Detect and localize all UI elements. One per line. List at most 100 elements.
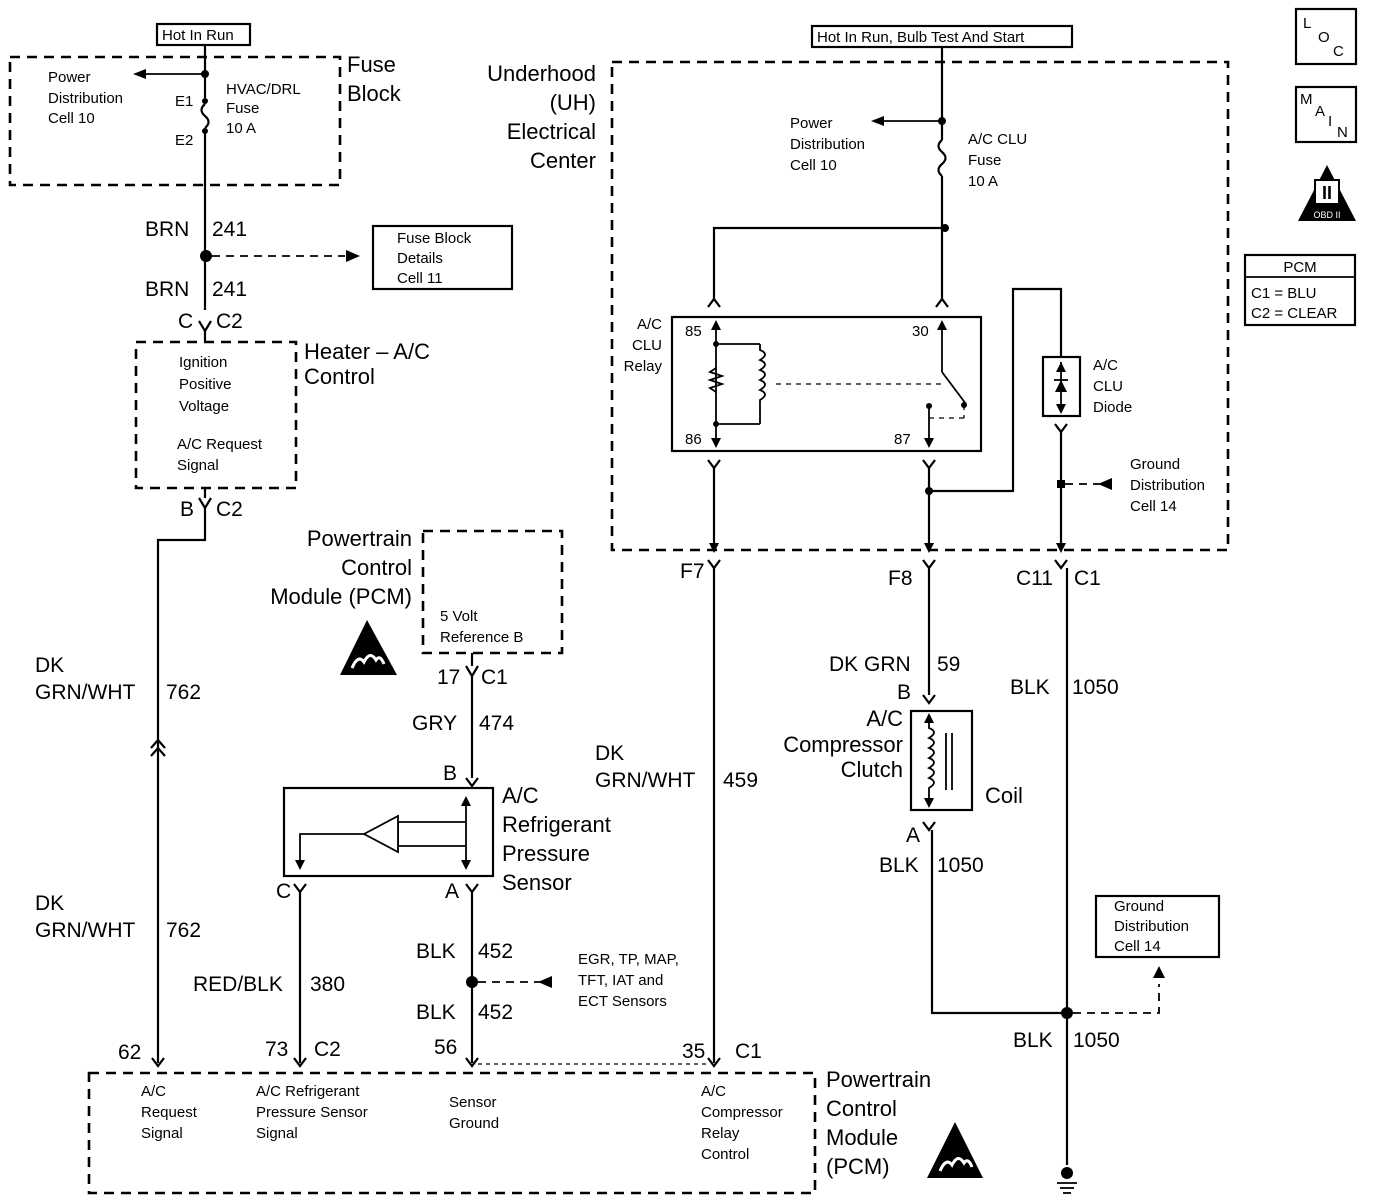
svg-text:Electrical: Electrical (507, 119, 596, 144)
uh-power-distribution-label: Power Distribution Cell 10 (790, 115, 865, 174)
connector-c1: C1 (1074, 567, 1101, 590)
pressure-sensor-symbol (295, 796, 471, 870)
svg-text:Compressor: Compressor (783, 732, 903, 757)
connector-symbol (707, 559, 721, 570)
wire-474-num: 474 (479, 712, 514, 735)
svg-text:(UH): (UH) (550, 90, 596, 115)
connector-symbol (465, 777, 479, 788)
inline-connector-icon (150, 738, 166, 757)
hot-in-run-bulb-test-start-label: Hot In Run, Bulb Test And Start (810, 24, 1074, 49)
relay-pin-30: 30 (912, 323, 929, 340)
connector-symbol (707, 459, 721, 470)
svg-text:C1 = BLU: C1 = BLU (1251, 285, 1316, 302)
svg-text:10 A: 10 A (226, 120, 256, 137)
svg-text:BLK: BLK (416, 940, 456, 963)
pcm-top-title: Powertrain Control Module (PCM) (270, 526, 412, 609)
svg-text:A/C: A/C (141, 1083, 166, 1100)
svg-text:Module: Module (826, 1125, 898, 1150)
connector-symbol (1054, 559, 1068, 570)
uh-center-title: Underhood (UH) Electrical Center (487, 61, 596, 173)
svg-text:Fuse: Fuse (968, 152, 1001, 169)
connector-symbol (922, 459, 936, 470)
svg-text:TFT, IAT and: TFT, IAT and (578, 972, 663, 989)
svg-text:Distribution: Distribution (1114, 918, 1189, 935)
svg-text:Ground: Ground (449, 1115, 499, 1132)
svg-text:A: A (906, 824, 920, 847)
connector-symbol (1054, 423, 1068, 434)
svg-text:I: I (1328, 113, 1332, 130)
arrow-left-icon (871, 116, 884, 126)
svg-text:Ignition: Ignition (179, 354, 227, 371)
arrow-left-icon (133, 69, 146, 79)
svg-text:Signal: Signal (256, 1125, 298, 1142)
splice (466, 976, 478, 988)
svg-text:Voltage: Voltage (179, 398, 229, 415)
heater-ac-control-title: Heater – A/C Control (304, 339, 430, 389)
svg-text:Powertrain: Powertrain (307, 526, 412, 551)
svg-text:Power: Power (48, 69, 91, 86)
pcm-pressure-sensor-signal-label: A/C Refrigerant Pressure Sensor Signal (256, 1083, 368, 1142)
pcm-pin-35: 35 (682, 1040, 705, 1063)
svg-text:Relay: Relay (701, 1125, 740, 1142)
svg-text:1050: 1050 (937, 854, 984, 877)
connector-symbol (465, 665, 479, 679)
svg-text:BLK: BLK (416, 1001, 456, 1024)
main-icon[interactable]: M A I N (1294, 85, 1358, 144)
svg-text:Compressor: Compressor (701, 1104, 783, 1121)
svg-text:Distribution: Distribution (1130, 477, 1205, 494)
coil-icon (757, 344, 766, 424)
svg-text:Hot In Run: Hot In Run (162, 27, 234, 44)
five-volt-reference-label: 5 Volt Reference B (440, 608, 523, 646)
svg-text:Diode: Diode (1093, 399, 1132, 416)
splice (1061, 1007, 1073, 1019)
compressor-clutch-label: A/C Compressor Clutch (783, 706, 903, 782)
arrow-right-icon (346, 250, 360, 262)
diode-icon (1054, 362, 1068, 414)
uh-center-box (610, 60, 1230, 552)
resistor-icon (707, 367, 725, 393)
svg-text:Request: Request (141, 1104, 198, 1121)
svg-text:B: B (443, 762, 457, 785)
svg-text:452: 452 (478, 940, 513, 963)
svg-text:Distribution: Distribution (790, 136, 865, 153)
esd-warning-icon (927, 1122, 983, 1178)
loc-icon[interactable]: L O C (1294, 7, 1358, 66)
svg-text:A: A (445, 880, 459, 903)
svg-text:C1: C1 (481, 666, 508, 689)
fuse-icon (937, 139, 947, 177)
svg-text:Heater – A/C: Heater – A/C (304, 339, 430, 364)
svg-text:Control: Control (826, 1096, 897, 1121)
pcm-sensor-ground-label: Sensor Ground (449, 1094, 499, 1132)
pin-e2: E2 (175, 132, 193, 149)
svg-text:Control: Control (304, 364, 375, 389)
connector-f7: F7 (680, 560, 705, 583)
pressure-sensor-box (282, 786, 495, 878)
connector-symbol (922, 694, 936, 705)
connector-symbol (935, 297, 949, 308)
svg-text:EGR, TP, MAP,: EGR, TP, MAP, (578, 951, 679, 968)
svg-text:Module (PCM): Module (PCM) (270, 584, 412, 609)
relay-switch-symbol (924, 320, 967, 448)
svg-text:Reference B: Reference B (440, 629, 523, 646)
svg-text:DK: DK (35, 654, 64, 677)
svg-text:Pressure: Pressure (502, 841, 590, 866)
svg-text:1050: 1050 (1073, 1029, 1120, 1052)
connector-symbol (198, 497, 212, 511)
svg-text:Signal: Signal (141, 1125, 183, 1142)
coil-label: Coil (985, 783, 1023, 808)
svg-text:Pressure Sensor: Pressure Sensor (256, 1104, 368, 1121)
ac-request-signal-label: A/C Request Signal (177, 436, 263, 474)
wire-241-upper-color: BRN (145, 218, 189, 241)
svg-text:N: N (1337, 124, 1348, 141)
wire-59-num: 59 (937, 653, 960, 676)
svg-text:Ground: Ground (1130, 456, 1180, 473)
svg-text:A/C: A/C (637, 316, 662, 333)
obd-ii-icon[interactable]: II OBD II (1298, 165, 1356, 221)
svg-text:A/C CLU: A/C CLU (968, 131, 1027, 148)
svg-text:B: B (180, 498, 194, 521)
fuse-icon (200, 103, 210, 129)
arrow-down-icon (1153, 966, 1165, 978)
svg-text:GRN/WHT: GRN/WHT (35, 681, 135, 704)
svg-text:A/C: A/C (502, 783, 539, 808)
